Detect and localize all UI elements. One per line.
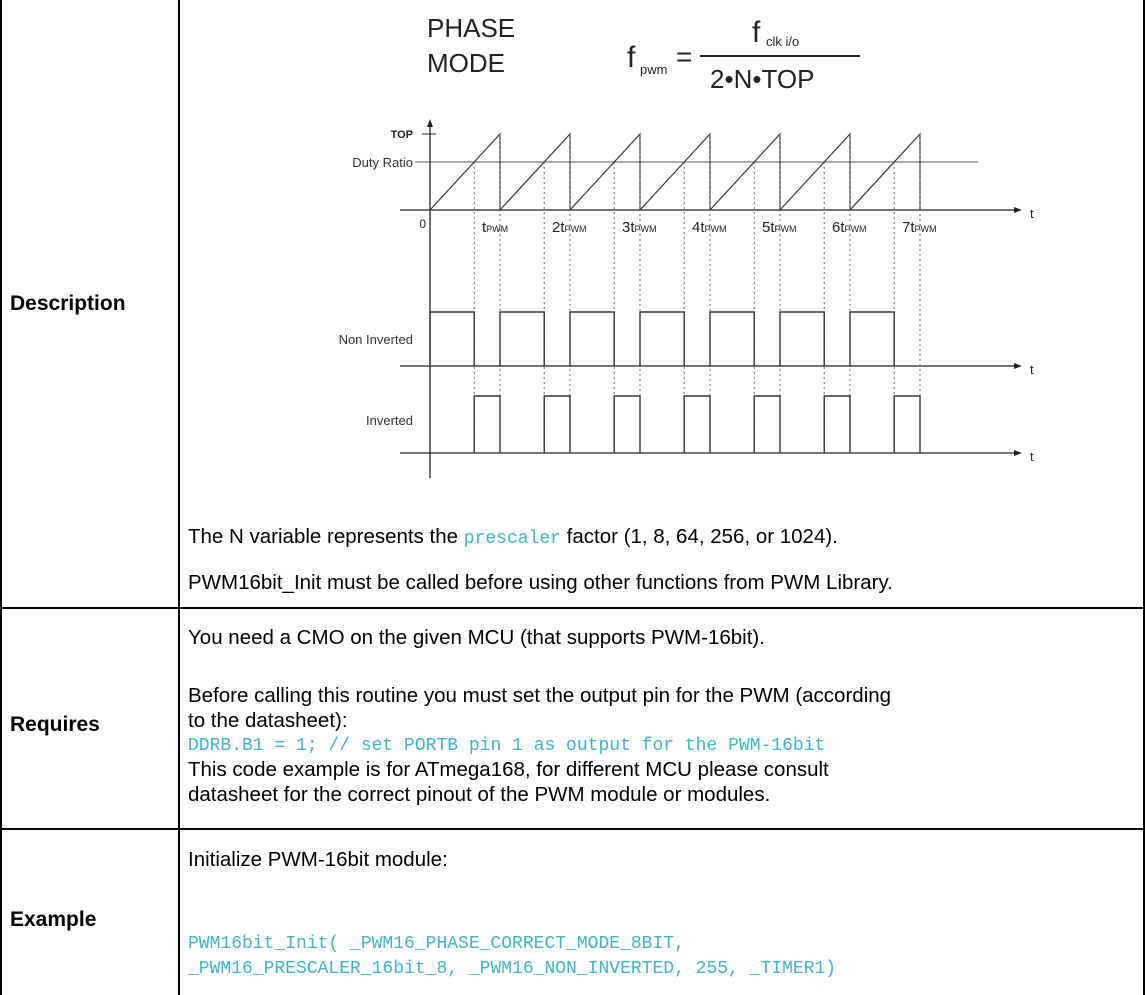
inverted-label: Inverted (366, 413, 413, 428)
axis-top-label: TOP (391, 129, 413, 141)
description-line1-pre: The N variable represents the (188, 525, 464, 548)
non-inverted-wave (429, 311, 895, 366)
non-inverted-axis-t: t (1030, 362, 1034, 377)
inverted-wave (473, 395, 921, 453)
row-divider-requires (0, 828, 1145, 830)
period-tick-sub: PWM (705, 224, 727, 234)
period-tick-label: 7tPWM (902, 219, 937, 236)
prescaler-link[interactable]: prescaler (463, 529, 561, 549)
requires-code: DDRB.B1 = 1; // set PORTB pin 1 as outpu… (188, 736, 826, 756)
formula-num-sub: clk i/o (766, 34, 799, 49)
pwm-waveform-diagram: PHASE MODE f pwm = f clk i/o 2•N•TOP TOP (339, 13, 1034, 478)
waveforms (429, 132, 921, 453)
requires-line3: to the datasheet): (188, 709, 348, 732)
period-tick-sub: PWM (486, 224, 508, 234)
period-tick-label: tPWM (482, 219, 508, 236)
table-column-divider (178, 0, 180, 995)
axis-zero-label: 0 (419, 217, 426, 231)
axis-duty-label: Duty Ratio (352, 155, 413, 170)
mode-title-line2: MODE (427, 48, 505, 78)
formula-num-f: f (752, 16, 761, 49)
description-line2: PWM16bit_Init must be called before usin… (188, 571, 893, 594)
formula-lhs-f: f (627, 41, 636, 74)
requires-line5: datasheet for the correct pinout of the … (188, 783, 771, 806)
description-line1-post: factor (1, 8, 64, 256, or 1024). (560, 525, 838, 548)
pwm-phase-mode-figure: PHASE MODE f pwm = f clk i/o 2•N•TOP TOP (270, 10, 1050, 485)
row-divider-description (0, 607, 1145, 609)
period-tick-sub: PWM (915, 224, 937, 234)
period-tick-label: 3tPWM (622, 219, 657, 236)
table-border-right (1143, 0, 1145, 995)
example-code-line2: _PWM16_PRESCALER_16bit_8, _PWM16_NON_INV… (188, 959, 837, 979)
non-inverted-label: Non Inverted (339, 332, 413, 347)
formula-lhs-sub: pwm (640, 62, 667, 77)
example-line1: Initialize PWM-16bit module: (188, 848, 448, 871)
sawtooth-axis-t: t (1030, 206, 1034, 221)
requires-line2: Before calling this routine you must set… (188, 684, 892, 707)
description-label: Description (10, 292, 126, 315)
example-label: Example (10, 908, 97, 931)
formula-denominator: 2•N•TOP (710, 64, 814, 94)
table-border-left (0, 0, 2, 995)
y-axis-arrow (427, 119, 433, 127)
mode-title-line1: PHASE (427, 13, 515, 43)
period-tick-sub: PWM (635, 224, 657, 234)
period-tick-label: 2tPWM (552, 219, 587, 236)
period-tick-label: 5tPWM (762, 219, 797, 236)
period-tick-label: 4tPWM (692, 219, 727, 236)
requires-label: Requires (10, 713, 100, 736)
period-tick-sub: PWM (845, 224, 867, 234)
sawtooth-wave (429, 132, 921, 212)
inverted-axis-t: t (1030, 449, 1034, 464)
formula-eq: = (676, 41, 692, 72)
period-tick-label: 6tPWM (832, 219, 867, 236)
period-tick-sub: PWM (565, 224, 587, 234)
requires-line4: This code example is for ATmega168, for … (188, 758, 829, 781)
period-tick-sub: PWM (775, 224, 797, 234)
example-code-line1: PWM16bit_Init( _PWM16_PHASE_CORRECT_MODE… (188, 934, 685, 954)
requires-line1: You need a CMO on the given MCU (that su… (188, 626, 765, 649)
description-line1: The N variable represents the prescaler … (188, 524, 838, 552)
period-tick-labels: tPWM 2tPWM 3tPWM 4tPWM 5tPWM 6tPWM 7tPWM (482, 219, 937, 236)
